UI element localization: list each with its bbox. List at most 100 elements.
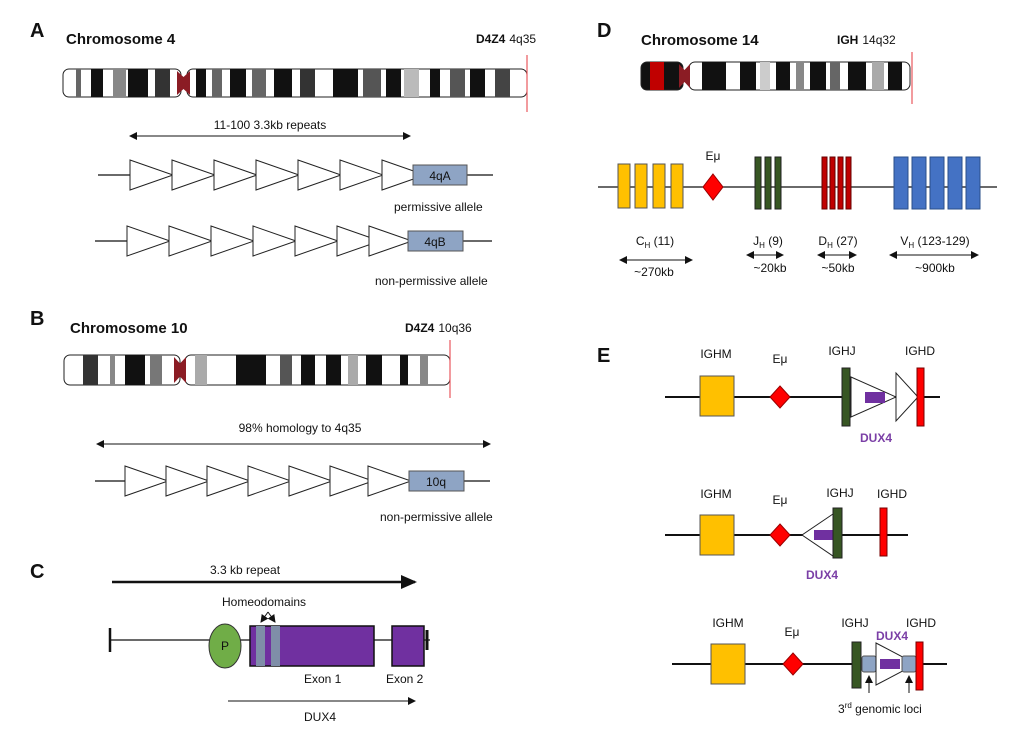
segment-labels: CH (11) JH (9) DH (27) VH (123-129) xyxy=(636,234,970,250)
dux4-gene-label: DUX4 xyxy=(304,710,336,724)
ighm-label-2: IGHM xyxy=(700,487,731,501)
panel-a-letter: A xyxy=(30,20,44,42)
box-4qb xyxy=(407,230,464,252)
emu-label-2: Eμ xyxy=(773,493,788,507)
ch-size-label: ~270kb xyxy=(634,265,674,279)
homeodomains-label: Homeodomains xyxy=(222,595,306,609)
ighd-bar-2 xyxy=(879,507,888,557)
vh-segments xyxy=(893,156,981,210)
ighj-bar-2 xyxy=(832,507,843,559)
translocation-scheme-1: IGHM Eμ IGHJ IGHD DUX4 xyxy=(665,344,940,445)
ighj-label-1: IGHJ xyxy=(828,344,855,358)
chr4-bands xyxy=(76,69,510,97)
non-permissive-allele-label-a: non-permissive allele xyxy=(375,274,488,288)
third-loci-label: 3rd genomic loci xyxy=(838,701,922,716)
promoter-oval xyxy=(208,623,242,669)
box-4qa xyxy=(412,164,468,186)
box-4qb-label: 4qB xyxy=(424,235,445,249)
emu-label-1: Eμ xyxy=(773,352,788,366)
panel-c: C 3.3 kb repeat P Homeodomains Exon 1 Ex… xyxy=(30,561,430,724)
panel-e: E IGHM Eμ IGHJ IGHD DUX4 IGHM Eμ IGHJ xyxy=(597,344,947,716)
ighd-label-1: IGHD xyxy=(905,344,935,358)
exon-2 xyxy=(391,625,425,667)
panel-b-letter: B xyxy=(30,308,44,330)
chr10-bands xyxy=(83,355,428,385)
allele-10q: 10q non-permissive allele xyxy=(95,465,493,524)
segment-label-ch: CH (11) xyxy=(636,234,674,250)
homology-label: 98% homology to 4q35 xyxy=(239,421,362,435)
permissive-allele-label: permissive allele xyxy=(394,200,483,214)
ighm-box-1 xyxy=(699,375,735,417)
emu-diamond-3 xyxy=(782,652,804,676)
jh-segments xyxy=(754,156,782,210)
segment-label-vh: VH (123-129) xyxy=(900,234,969,250)
emu-enhancer xyxy=(702,173,724,201)
exon-1-label: Exon 1 xyxy=(304,672,342,686)
dux4-repeat-1b xyxy=(895,371,919,423)
panel-b-locus-name: D4Z4 xyxy=(405,321,435,335)
chromosome-4-ideogram xyxy=(62,55,528,112)
panel-a-title: Chromosome 4 xyxy=(66,31,176,48)
dux4-label-3: DUX4 xyxy=(876,629,908,643)
dux4-box-3 xyxy=(880,659,900,669)
box-10q-label: 10q xyxy=(426,475,446,489)
ighj-label-2: IGHJ xyxy=(826,486,853,500)
translocation-scheme-2: IGHM Eμ IGHJ IGHD DUX4 xyxy=(665,486,908,582)
d4z4-repeat-units-4qb xyxy=(126,225,414,257)
ighm-label-3: IGHM xyxy=(712,616,743,630)
emu-diamond-2 xyxy=(769,523,791,547)
dh-segments xyxy=(821,156,852,210)
segment-label-dh: DH (27) xyxy=(818,234,857,250)
exon-1 xyxy=(249,625,375,667)
ighm-box-3 xyxy=(710,643,746,685)
ighd-label-2: IGHD xyxy=(877,487,907,501)
ighm-label-1: IGHM xyxy=(700,347,731,361)
non-permissive-allele-label-b: non-permissive allele xyxy=(380,510,493,524)
box-4qa-label: 4qA xyxy=(429,169,450,183)
allele-4qa: 4qA permissive allele xyxy=(98,159,493,214)
chr14-bands xyxy=(702,62,902,90)
dux4-label-1: DUX4 xyxy=(860,431,892,445)
chromosome-14-ideogram xyxy=(640,52,913,104)
panel-b-locus-band: 10q36 xyxy=(438,321,472,335)
panel-b-title: Chromosome 10 xyxy=(70,320,188,337)
ighd-bar-3 xyxy=(915,641,924,691)
exon-2-label: Exon 2 xyxy=(386,672,424,686)
emu-label-3: Eμ xyxy=(785,625,800,639)
segment-label-jh: JH (9) xyxy=(753,234,783,250)
homeodomain-2 xyxy=(271,626,280,666)
dux4-box-1 xyxy=(865,392,885,403)
repeat-label: 3.3 kb repeat xyxy=(210,563,281,577)
panel-d-title: Chromosome 14 xyxy=(641,32,759,49)
repeat-range-label: 11-100 3.3kb repeats xyxy=(214,118,327,132)
promoter-label: P xyxy=(221,639,229,653)
ighd-bar-1 xyxy=(916,367,925,427)
ighm-box-2 xyxy=(699,514,735,556)
panel-a-locus-name: D4Z4 xyxy=(476,32,506,46)
dux4-box-2 xyxy=(814,530,834,540)
third-loci-box-left xyxy=(861,655,877,673)
panel-e-letter: E xyxy=(597,345,610,367)
dh-size-label: ~50kb xyxy=(821,261,854,275)
chromosome-10-ideogram xyxy=(63,340,451,398)
ighj-bar-1 xyxy=(841,367,851,427)
dux4-label-2: DUX4 xyxy=(806,568,838,582)
ighj-bar-3 xyxy=(851,641,862,689)
d4z4-repeat-units-10q xyxy=(124,465,413,497)
emu-diamond-1 xyxy=(769,385,791,409)
d4z4-repeat-units-4qa xyxy=(129,159,427,191)
panel-a-locus-band: 4q35 xyxy=(509,32,536,46)
allele-4qb: 4qB non-permissive allele xyxy=(95,225,492,288)
jh-size-label: ~20kb xyxy=(753,261,786,275)
panel-c-letter: C xyxy=(30,561,44,583)
panel-d-letter: D xyxy=(597,20,611,42)
vh-size-label: ~900kb xyxy=(915,261,955,275)
ighd-label-3: IGHD xyxy=(906,616,936,630)
third-loci-box-right xyxy=(901,655,917,673)
